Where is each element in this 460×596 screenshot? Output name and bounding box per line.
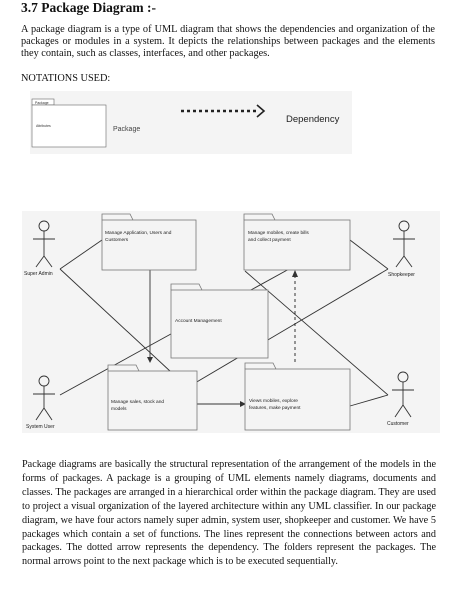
intro-paragraph: A package diagram is a type of UML diagr… <box>21 24 435 59</box>
package-views-mobiles <box>244 362 351 431</box>
legend-dependency-label: Dependency <box>286 114 340 125</box>
package-manage-sales <box>107 364 198 431</box>
package-views-mobiles-line1: Views mobiles, explore <box>249 398 298 404</box>
actor-system-user-figure <box>33 375 55 421</box>
dependency-arrowhead <box>292 270 298 277</box>
actor-customer-figure <box>392 371 414 418</box>
section-title: 3.7 Package Diagram :- <box>21 0 156 15</box>
line-super-admin-to-application <box>59 239 103 270</box>
legend-dependency-arrowhead <box>256 104 266 118</box>
actor-super-admin-figure <box>33 220 55 268</box>
line-customer-to-account <box>244 270 389 396</box>
package-views-mobiles-line2: features, make payment <box>249 405 301 411</box>
package-manage-sales-line1: Manage sales, stock and <box>111 399 164 405</box>
package-manage-mobiles-line1: Manage mobiles, create bills <box>248 230 309 236</box>
package-manage-mobiles-line2: and collect payment <box>248 237 291 243</box>
legend-package-tab-label: Package <box>35 101 49 105</box>
actor-super-admin-label: Super Admin <box>24 271 53 277</box>
notations-heading: NOTATIONS USED: <box>21 73 111 84</box>
line-super-admin-to-sales <box>59 268 172 373</box>
package-manage-sales-line2: models <box>111 406 127 412</box>
legend-package-body-label: Attributes <box>36 124 51 128</box>
package-manage-application <box>101 213 197 271</box>
line-customer-to-views <box>349 394 389 407</box>
legend-package-label: Package <box>113 126 140 133</box>
package-manage-application-line1: Manage Application, Users and <box>105 230 172 236</box>
line-shopkeeper-to-account <box>172 268 389 397</box>
package-manage-application-line2: Customers <box>105 237 129 243</box>
actor-system-user-label: System User <box>26 424 55 430</box>
actor-customer-label: Customer <box>387 421 409 427</box>
conclusion-paragraph: Package diagrams are basically the struc… <box>22 459 436 568</box>
legend-package-body <box>31 104 107 148</box>
package-manage-mobiles <box>243 213 351 271</box>
actor-shopkeeper-figure <box>393 220 415 268</box>
package-account-management <box>170 283 269 359</box>
line-shopkeeper-to-mobiles <box>349 239 389 270</box>
package-account-management-label: Account Management <box>175 318 222 324</box>
actor-shopkeeper-label: Shopkeeper <box>388 272 415 278</box>
